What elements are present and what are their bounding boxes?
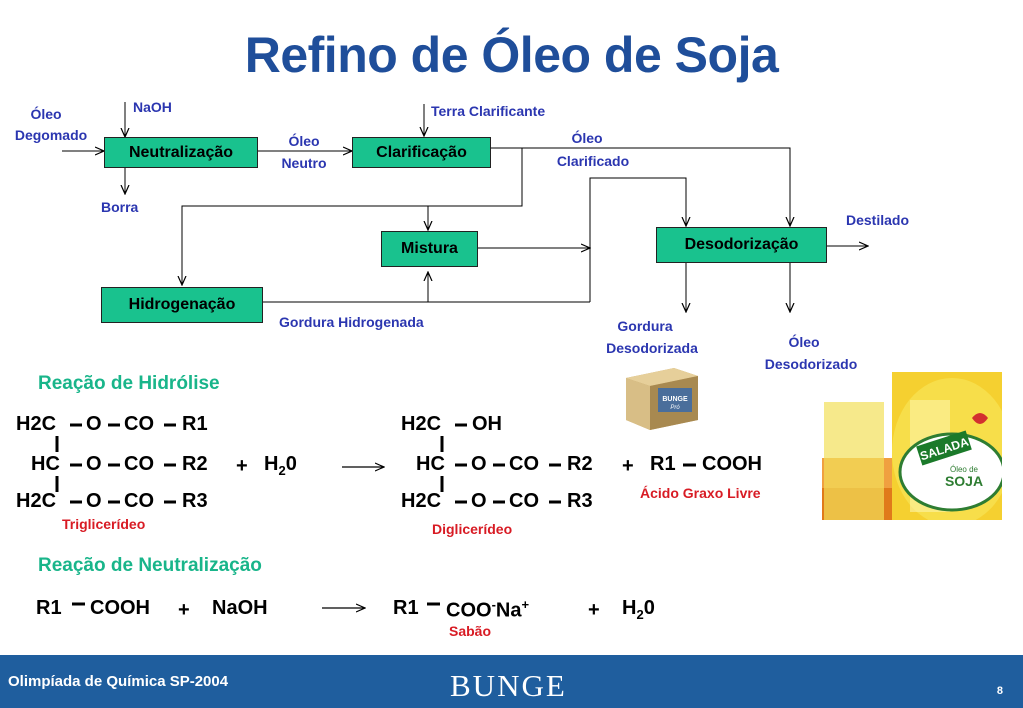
label-oleo-degomado-1: Óleo	[30, 106, 62, 122]
dig-line1-oh: OH	[472, 413, 502, 435]
page-title: Refino de Óleo de Soja	[244, 27, 779, 83]
dig-line2-o: O	[471, 453, 487, 475]
neut-r1: R1	[36, 597, 62, 619]
neut-coona: COO-Na+	[446, 597, 530, 622]
dig-line3-co: CO	[509, 490, 539, 512]
label-oleo-degomado-2: Degomado	[14, 127, 88, 143]
product-bottle-image: SALADA Óleo de SOJA	[822, 372, 1002, 520]
acid-r1: R1	[650, 453, 676, 475]
trig-line1-co: CO	[124, 413, 154, 435]
product-box-brand: BUNGE	[662, 396, 688, 403]
footer-text: Olimpíada de Química SP-2004	[8, 673, 229, 690]
dig-line3-o: O	[471, 490, 487, 512]
dig-line2-r: R2	[567, 453, 593, 475]
label-acido-graxo: Ácido Graxo Livre	[640, 485, 761, 501]
label-gordura-desodorizada-1: Gordura	[617, 318, 673, 334]
label-oleo-clarificado-1: Óleo	[571, 130, 603, 146]
box-clarificacao: Clarificação	[352, 137, 491, 168]
plus-neut-2: +	[588, 599, 600, 621]
trig-line2-r: R2	[182, 453, 208, 475]
product-box-sub: Pró	[670, 405, 680, 411]
label-borra: Borra	[101, 199, 139, 215]
trig-line3-co: CO	[124, 490, 154, 512]
dig-line3-r: R3	[567, 490, 593, 512]
label-terra-clarificante: Terra Clarificante	[431, 103, 546, 119]
box-neutralizacao: Neutralização	[104, 137, 258, 168]
heading-neutralizacao: Reação de Neutralização	[38, 555, 262, 576]
heading-hidrolise: Reação de Hidrólise	[38, 373, 220, 394]
product-box-image: BUNGE Pró	[626, 368, 698, 430]
footer-bar: Olimpíada de Química SP-2004 BUNGE 8	[0, 655, 1023, 708]
label-gordura-desodorizada-2: Desodorizada	[606, 340, 698, 356]
box-mistura: Mistura	[381, 231, 478, 267]
label-oleo-neutro-2: Neutro	[281, 155, 327, 171]
plus-hidrolise-2: +	[622, 455, 634, 477]
label-oleo-desodorizado-1: Óleo	[788, 334, 820, 350]
trig-line3-o: O	[86, 490, 102, 512]
neut-naoh: NaOH	[212, 597, 268, 619]
label-oleo-neutro-1: Óleo	[288, 133, 320, 149]
trig-line2-o: O	[86, 453, 102, 475]
trig-line1-o: O	[86, 413, 102, 435]
arrow-to-hidrogenacao	[182, 148, 523, 285]
dig-line1-h2c: H2C	[401, 413, 442, 435]
water-neut: H20	[622, 597, 655, 622]
box-hidrogenacao: Hidrogenação	[101, 287, 263, 323]
plus-neut-1: +	[178, 599, 190, 621]
acid-cooh: COOH	[702, 453, 762, 475]
label-diglicerideo: Diglicerídeo	[432, 521, 513, 537]
trig-line2-co: CO	[124, 453, 154, 475]
trig-line1-r: R1	[182, 413, 208, 435]
label-sabao: Sabão	[449, 623, 492, 639]
bottle-line1: Óleo de	[950, 465, 979, 474]
arrow-clarificado	[491, 147, 790, 226]
label-gordura-hidrogenada: Gordura Hidrogenada	[279, 314, 424, 330]
trig-line1-h2c: H2C	[16, 413, 57, 435]
plus-hidrolise-1: +	[236, 455, 248, 477]
trig-line3-r: R3	[182, 490, 208, 512]
bottle-line2: SOJA	[945, 473, 983, 489]
dig-line3-h2c: H2C	[401, 490, 442, 512]
label-destilado: Destilado	[846, 212, 910, 228]
arrow-to-desodorizacao	[589, 177, 686, 302]
water-hidrolise: H20	[264, 453, 297, 478]
neut-cooh: COOH	[90, 597, 150, 619]
bunge-logo: BUNGE	[450, 668, 567, 703]
label-trigliceridio: Triglicerídeo	[62, 516, 146, 532]
trig-line3-h2c: H2C	[16, 490, 57, 512]
label-oleo-desodorizado-2: Desodorizado	[764, 356, 858, 372]
dig-line2-hc: HC	[416, 453, 445, 475]
label-naoh: NaOH	[133, 99, 172, 115]
dig-line2-co: CO	[509, 453, 539, 475]
page-number: 8	[996, 685, 1003, 697]
neut-p-r1: R1	[393, 597, 419, 619]
trig-line2-hc: HC	[31, 453, 60, 475]
box-desodorizacao: Desodorização	[656, 227, 827, 263]
label-oleo-clarificado-2: Clarificado	[556, 153, 630, 169]
